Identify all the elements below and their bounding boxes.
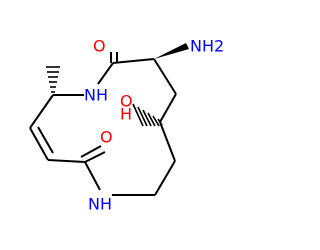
atom-amide-bottom-n: NH <box>88 195 112 214</box>
bond-ch2-to-choh <box>159 93 177 123</box>
bond-alpha-to-ch2 <box>153 58 177 95</box>
bond-carbonyl-bottom-1 <box>84 151 106 163</box>
bond-carbonyl-bottom-2 <box>80 145 102 158</box>
wedge-alpha-to-amine <box>154 43 189 59</box>
bond-n-bottom-to-carbonyl-bottom <box>84 161 101 191</box>
bond-choh-to-ch2-lower <box>159 121 176 162</box>
hash-choh-to-oh <box>132 103 163 127</box>
atom-hydroxyl-o: O <box>120 92 133 111</box>
atom-carbonyl-bottom-o: O <box>100 128 113 147</box>
bond-alkene-2 <box>37 126 54 154</box>
hash-chme-to-methyl <box>46 66 60 93</box>
bond-carbonyl-to-alpha <box>112 58 155 64</box>
bond-ch2-lower-to-ch2-bottom <box>154 160 176 196</box>
molecule-structure: O NH2 NH O H O NH <box>29 37 224 214</box>
atom-carbonyl-top-o: O <box>93 37 106 56</box>
atom-hydroxyl-h: H <box>120 105 132 124</box>
bond-alkene-1 <box>29 127 49 161</box>
bond-alkene-to-chme <box>29 94 54 129</box>
atom-amide-top-n: NH <box>84 86 108 105</box>
bond-carbonyl-to-n-top <box>97 62 114 85</box>
atom-amine: NH2 <box>190 37 224 56</box>
bond-carbonyl-bottom-to-alkene <box>47 159 86 163</box>
